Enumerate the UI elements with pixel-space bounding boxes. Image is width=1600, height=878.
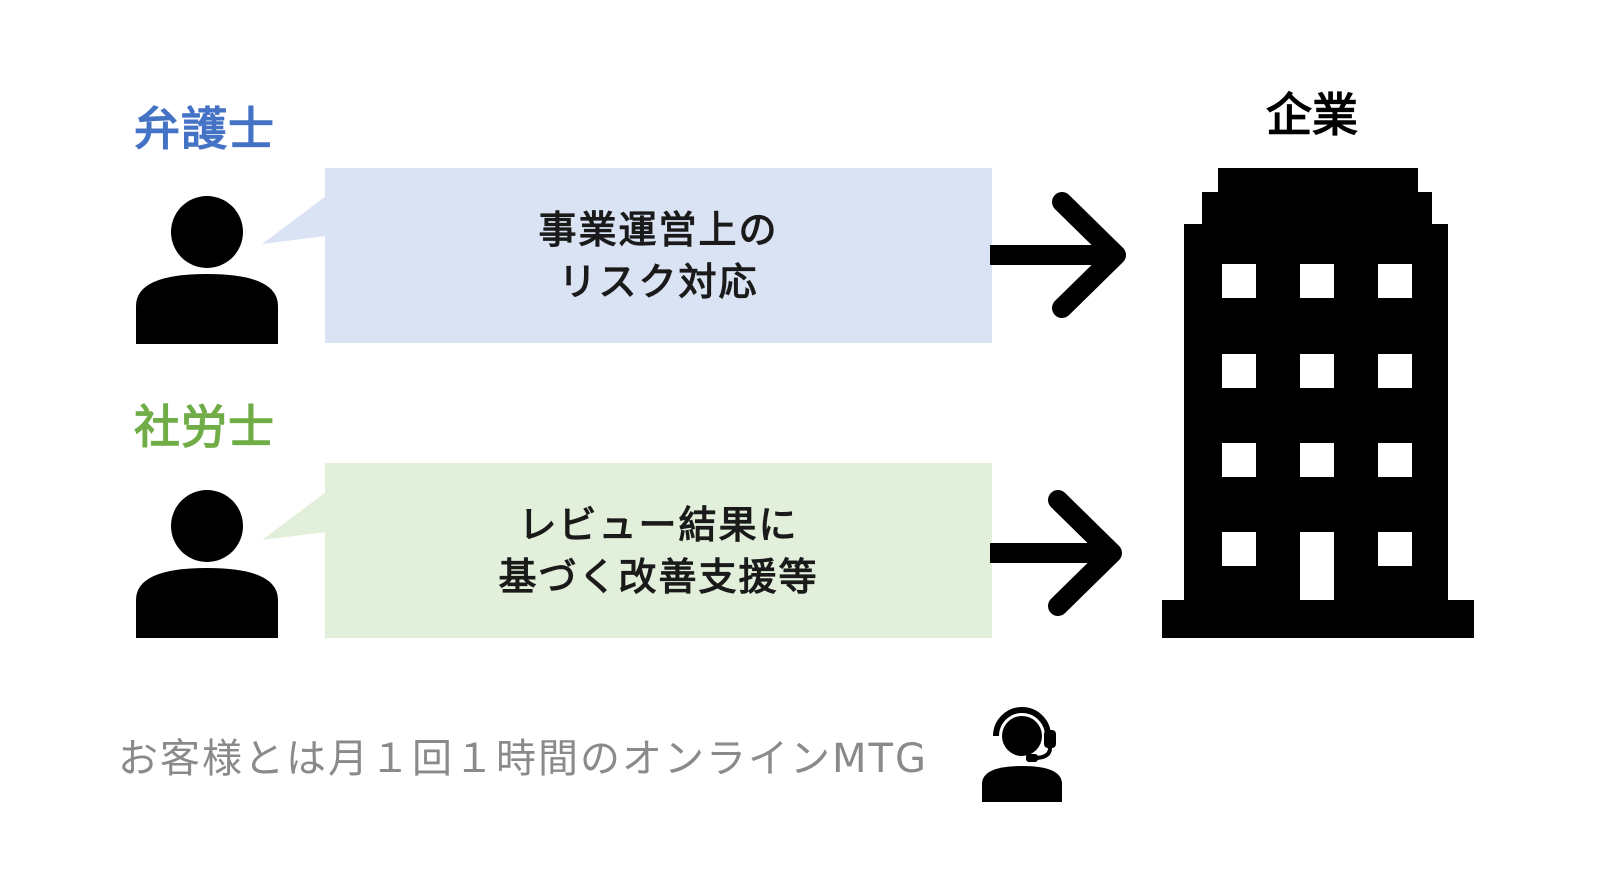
lawyer-bubble-tail [262,196,326,244]
lawyer-bubble-line-2: リスク対応 [558,259,759,304]
lawyer-label: 弁護士 [134,102,275,156]
office-building-icon [1162,168,1474,638]
labor-consultant-person-icon [136,490,278,638]
headset-support-icon [982,707,1062,802]
labor-consultant-bubble-line-2: 基づく改善支援等 [498,554,819,599]
labor-consultant-speech-bubble: レビュー結果に 基づく改善支援等 [325,463,992,638]
company-label: 企業 [1266,88,1358,142]
meeting-note-text: お客様とは月１回１時間のオンラインMTG [118,736,928,782]
labor-consultant-bubble-line-1: レビュー結果に [518,502,799,547]
lawyer-speech-bubble: 事業運営上の リスク対応 [325,168,992,343]
labor-consultant-bubble-tail [262,492,326,540]
arrow-right-icon [990,192,1126,318]
lawyer-person-icon [136,196,278,344]
labor-consultant-label: 社労士 [134,400,275,454]
lawyer-bubble-line-1: 事業運営上の [538,207,779,252]
arrow-right-icon [990,490,1122,616]
